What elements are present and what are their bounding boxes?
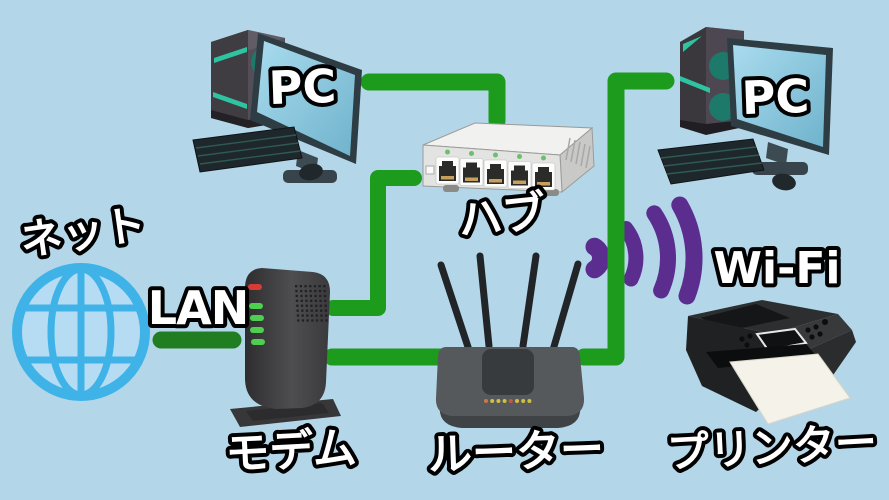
router-icon xyxy=(435,252,585,428)
wifi-signal-icon xyxy=(585,196,703,305)
modem-icon xyxy=(230,268,341,427)
cable-pc-right-to-router xyxy=(575,72,675,366)
router-status-leds xyxy=(484,399,532,403)
pc-right-label: PC xyxy=(741,69,810,125)
globe-icon xyxy=(12,263,150,401)
router-antennas xyxy=(437,252,582,354)
router-label: ルーター xyxy=(427,424,605,481)
wifi-label: Wi-Fi xyxy=(713,243,840,294)
hub-ports xyxy=(435,149,556,191)
hub-vents xyxy=(565,137,591,169)
monitor-screen xyxy=(733,45,826,147)
hub-icon xyxy=(422,122,595,196)
monitor-screen xyxy=(257,41,355,156)
hub-button xyxy=(425,165,435,175)
keyboard xyxy=(657,138,765,185)
lan-label: LAN xyxy=(148,281,248,335)
hub-label: ハブ xyxy=(456,187,549,247)
cable-hub-to-modem xyxy=(325,170,422,316)
printer-icon xyxy=(686,300,856,425)
mouse xyxy=(772,173,796,191)
ethernet-cables xyxy=(152,73,506,366)
printer-buttons xyxy=(739,319,828,348)
pc-left-label: PC xyxy=(268,59,337,115)
cable-pc-left-to-hub xyxy=(360,73,506,130)
keyboard xyxy=(192,126,303,173)
mouse xyxy=(299,163,323,181)
paper xyxy=(729,353,851,425)
desktop-pc-right-icon xyxy=(657,27,833,191)
modem-label: モデム xyxy=(224,423,358,481)
desktop-pc-left-icon xyxy=(192,30,362,183)
modem-vents xyxy=(295,285,328,322)
printer-screen xyxy=(755,327,808,352)
modem-status-leds xyxy=(248,284,265,345)
